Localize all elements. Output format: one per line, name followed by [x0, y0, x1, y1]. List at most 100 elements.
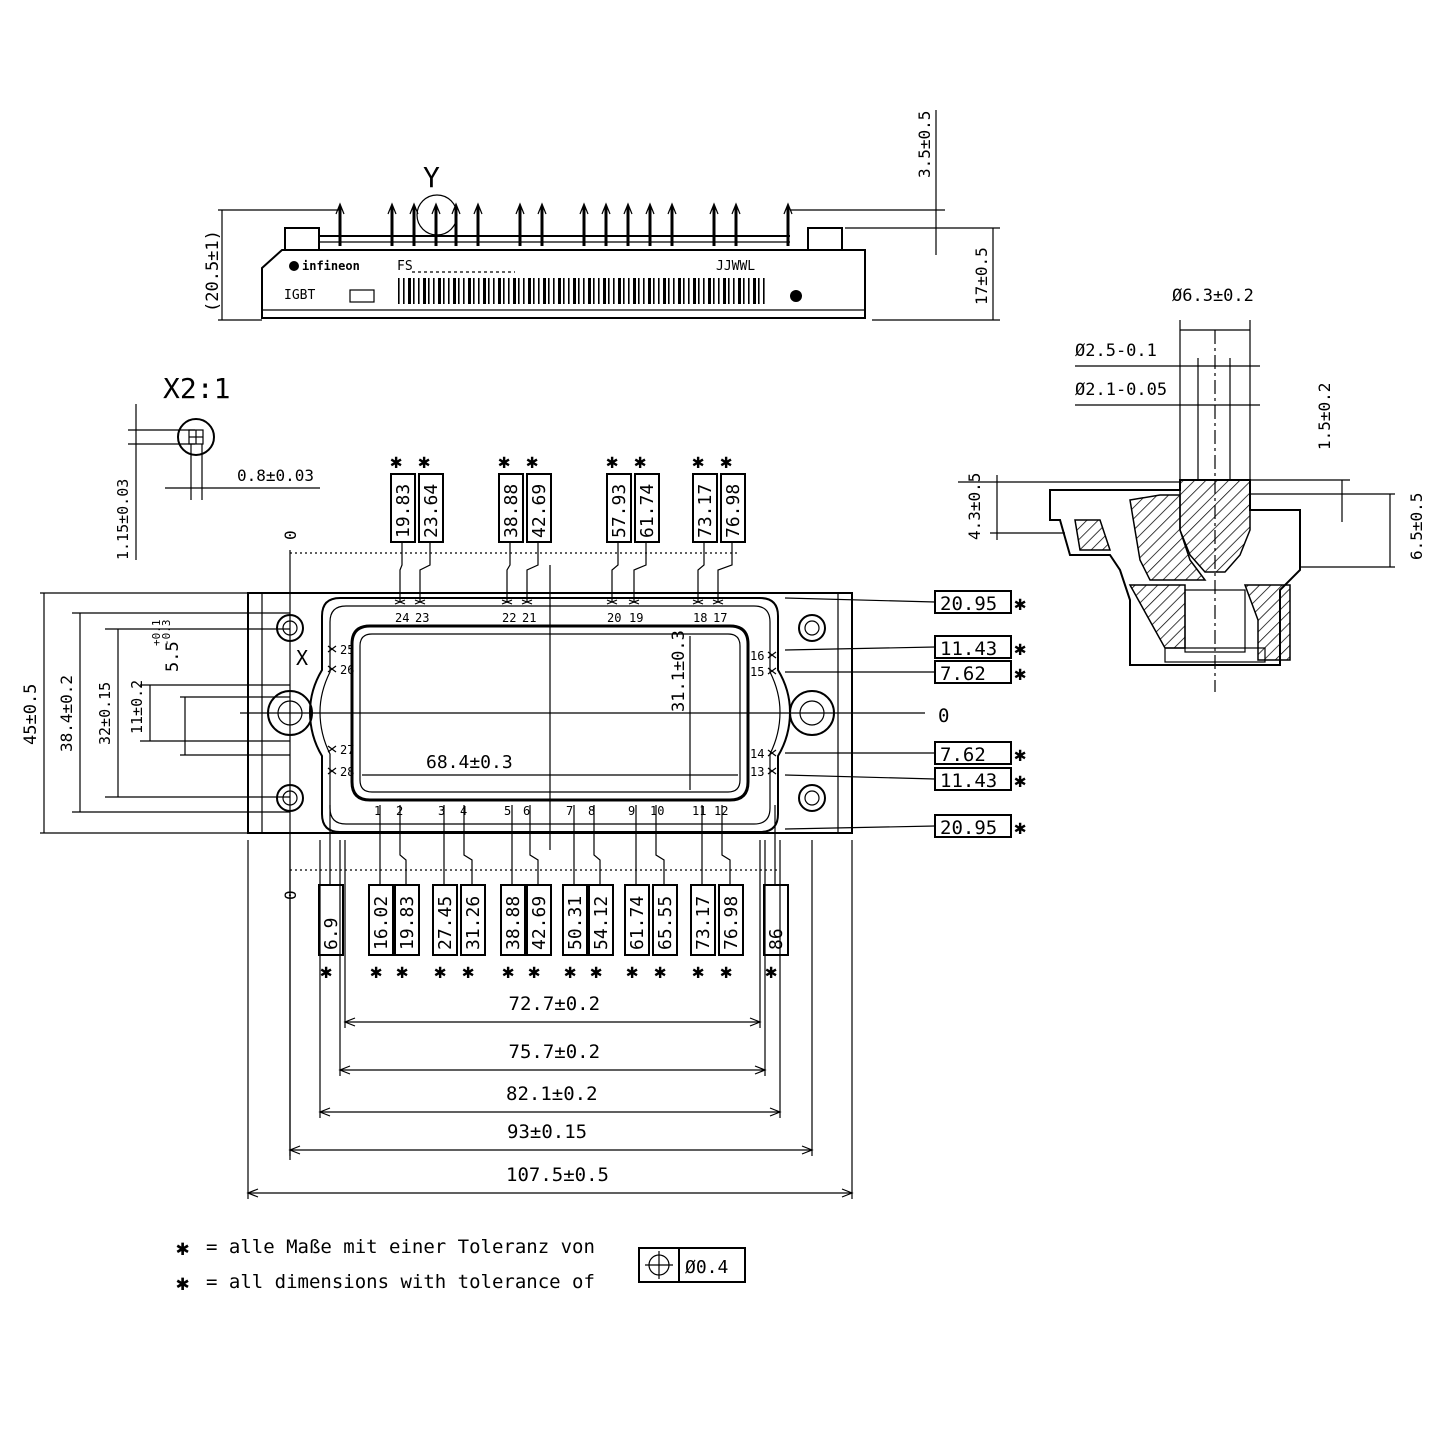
bottom-pin-star: ✱ — [528, 959, 540, 983]
top-pin-marker — [521, 599, 533, 605]
barcode-bar — [463, 278, 465, 304]
barcode-bar — [638, 278, 640, 304]
barcode-bar — [693, 278, 696, 304]
top-pin-number: 17 — [713, 611, 727, 625]
right-pin-marker — [767, 749, 777, 757]
barcode-bar — [643, 278, 645, 304]
barcode-bar — [558, 278, 561, 304]
barcode-bar — [748, 278, 750, 304]
section-pin-head — [1179, 479, 1251, 573]
top-pin-dim-box — [390, 473, 416, 543]
bottom-pin-star: ✱ — [370, 959, 382, 983]
bottom-pin-dimensions: 6.9✱16.02✱19.83✱27.45✱31.26✱38.88✱42.69✱… — [318, 804, 789, 983]
bottom-pin-dim-box — [718, 884, 744, 956]
dim-body-height: 17±0.5 — [972, 247, 991, 305]
barcode-bar — [708, 278, 711, 304]
barcode-bar — [758, 278, 760, 304]
top-pin-leader — [697, 542, 705, 602]
bottom-pin-number: 8 — [588, 804, 595, 818]
barcode-bar — [553, 278, 555, 304]
barcode-bar — [653, 278, 655, 304]
barcode-bar — [713, 278, 715, 304]
bottom-pin-dim-value: 19.83 — [397, 896, 418, 950]
side-pin-tip — [515, 202, 525, 215]
bottom-pin-number: 12 — [714, 804, 728, 818]
bottom-pin-number: 9 — [628, 804, 635, 818]
barcode-bar — [573, 278, 576, 304]
barcode-bar — [618, 278, 621, 304]
right-pin-marker — [767, 667, 777, 675]
barcode-bar — [563, 278, 565, 304]
top-pin-dim-value: 38.88 — [501, 484, 522, 538]
side-pin-tip — [783, 202, 793, 215]
top-pin-dim-value: 57.93 — [609, 484, 630, 538]
top-pin-dim-value: 73.17 — [695, 484, 716, 538]
bottom-pin-dim-value: 50.31 — [565, 896, 586, 950]
right-pin-number: 13 — [750, 765, 764, 779]
top-view: 0 0 0 ✱19.8324✱23.6423✱38.8822✱42.6921✱5… — [21, 449, 1026, 1199]
top-pin-leader — [419, 542, 431, 602]
dim-hole-spacing-v: 38.4±0.2 — [57, 675, 76, 752]
right-dim-value: 7.62 — [940, 663, 986, 685]
bottom-pin-dim-box — [460, 884, 486, 956]
side-pin-tip — [731, 202, 741, 215]
barcode-bar — [528, 278, 531, 304]
dim-tab-height: 5.5 — [163, 641, 183, 672]
bottom-pin-leader — [593, 805, 601, 885]
dim-tab-tol-lower: -0.3 — [160, 620, 173, 647]
side-type: IGBT — [284, 288, 315, 303]
dim-inner-spacing: 32±0.15 — [96, 682, 114, 745]
barcode-bar — [483, 278, 486, 304]
dim-pin-width: 0.8±0.03 — [237, 466, 314, 485]
side-pin-tip — [473, 202, 483, 215]
right-pin-marker — [767, 651, 777, 659]
top-pin-star: ✱ — [606, 449, 618, 473]
left-pin-number: 25 — [340, 643, 354, 657]
barcode-bar — [578, 278, 580, 304]
top-pin-dim-box — [418, 473, 444, 543]
left-pin-number: 27 — [340, 743, 354, 757]
bottom-pin-star: ✱ — [396, 959, 408, 983]
top-pin-number: 19 — [629, 611, 643, 625]
right-dim-star: ✱ — [1014, 636, 1026, 660]
bottom-pin-number: 2 — [396, 804, 403, 818]
side-pin-tip — [387, 202, 397, 215]
bottom-pin-leader — [463, 805, 473, 885]
bottom-pin-dim-box — [652, 884, 678, 956]
bottom-pin-dim-value: 65.55 — [655, 896, 676, 950]
bottom-pin-dim-value: 6.9 — [321, 917, 342, 950]
top-pin-marker — [692, 599, 704, 605]
ul-mark-icon — [349, 289, 375, 303]
bottom-pin-dim-box — [624, 884, 650, 956]
barcode-bar — [733, 278, 735, 304]
top-pin-star: ✱ — [720, 449, 732, 473]
side-pin-tip — [645, 202, 655, 215]
bottom-pin-dim-box — [763, 884, 789, 956]
right-dim-value: 11.43 — [940, 638, 997, 660]
mounting-hole-inner — [804, 620, 820, 636]
barcode-bar — [418, 278, 420, 304]
barcode-bar — [703, 278, 705, 304]
barcode-bar — [628, 278, 630, 304]
bottom-pin-star: ✱ — [434, 959, 446, 983]
right-dim-value: 20.95 — [940, 817, 997, 839]
side-view-pins — [335, 202, 793, 246]
barcode-bar — [398, 278, 400, 304]
detail-x-scale: X2:1 — [163, 372, 230, 405]
side-part-prefix: FS — [397, 259, 413, 274]
barcode-bar — [468, 278, 471, 304]
right-pin-number: 14 — [750, 747, 764, 761]
top-pin-marker — [501, 599, 513, 605]
bottom-pin-number: 3 — [438, 804, 445, 818]
bottom-pin-number: 1 — [374, 804, 381, 818]
side-pin-tip — [709, 202, 719, 215]
top-pin-leader — [717, 542, 733, 602]
right-dim-value: 11.43 — [940, 770, 997, 792]
bottom-pin-star: ✱ — [502, 959, 514, 983]
barcode-bar — [753, 278, 756, 304]
right-dim-leader — [784, 597, 936, 603]
mount-detail: Ø6.3±0.2 Ø2.5-0.1 Ø2.1-0.05 1.5±0.2 4.3±… — [958, 286, 1426, 692]
barcode-bar — [583, 278, 585, 304]
bottom-pin-number: 11 — [692, 804, 706, 818]
